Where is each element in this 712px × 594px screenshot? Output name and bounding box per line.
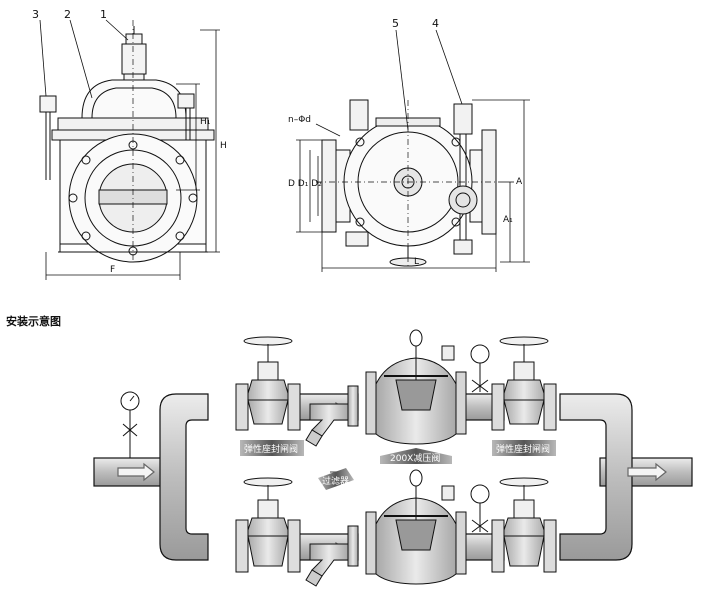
reducing-valve-label: 200X减压阀 xyxy=(390,452,440,464)
section-title: 安装示意图 xyxy=(6,315,61,328)
y-strainer-upper xyxy=(305,385,359,447)
dim-f: F xyxy=(110,265,115,275)
gate-valve-upper-right xyxy=(491,336,557,431)
gate-valve-label-left: 弹性座封闸阀 xyxy=(244,443,298,455)
piping xyxy=(93,393,693,561)
gate-valve-tag-right: 弹性座封闸阀 xyxy=(492,440,556,456)
front-view-drawing xyxy=(39,20,215,263)
callout-2: 2 xyxy=(64,8,71,21)
callout-1: 1 xyxy=(100,8,107,21)
side-view-dimensions xyxy=(296,29,530,272)
gate-valve-lower-right xyxy=(491,477,557,573)
reducing-valve-lower xyxy=(365,469,490,585)
gate-valve-tag-left: 弹性座封闸阀 xyxy=(240,440,304,456)
dim-h: H xyxy=(220,141,227,151)
gate-valve-label-right: 弹性座封闸阀 xyxy=(496,443,550,455)
filter-tag: 过滤器 xyxy=(318,468,354,490)
front-view-dimensions xyxy=(39,19,220,280)
dim-n-phi-d: n–Φd xyxy=(288,115,311,125)
side-view-drawing xyxy=(316,99,500,268)
reducing-valve-upper xyxy=(365,329,490,445)
dim-a1: A₁ xyxy=(503,215,513,225)
callout-3: 3 xyxy=(32,8,39,21)
reducing-valve-tag: 200X减压阀 xyxy=(380,448,452,464)
gate-valve-lower-left xyxy=(235,477,301,573)
dim-l: L xyxy=(414,257,419,267)
dim-h1: H₁ xyxy=(200,117,211,127)
dim-a: A xyxy=(516,177,523,187)
y-strainer-lower xyxy=(305,525,359,587)
dim-d-d1-d2: D D₁ D₂ xyxy=(288,179,322,189)
pressure-gauge-inlet xyxy=(120,391,140,458)
filter-label: 过滤器 xyxy=(322,475,349,487)
callout-4: 4 xyxy=(432,17,439,30)
callout-5: 5 xyxy=(392,17,399,30)
gate-valve-upper-left xyxy=(235,336,301,431)
